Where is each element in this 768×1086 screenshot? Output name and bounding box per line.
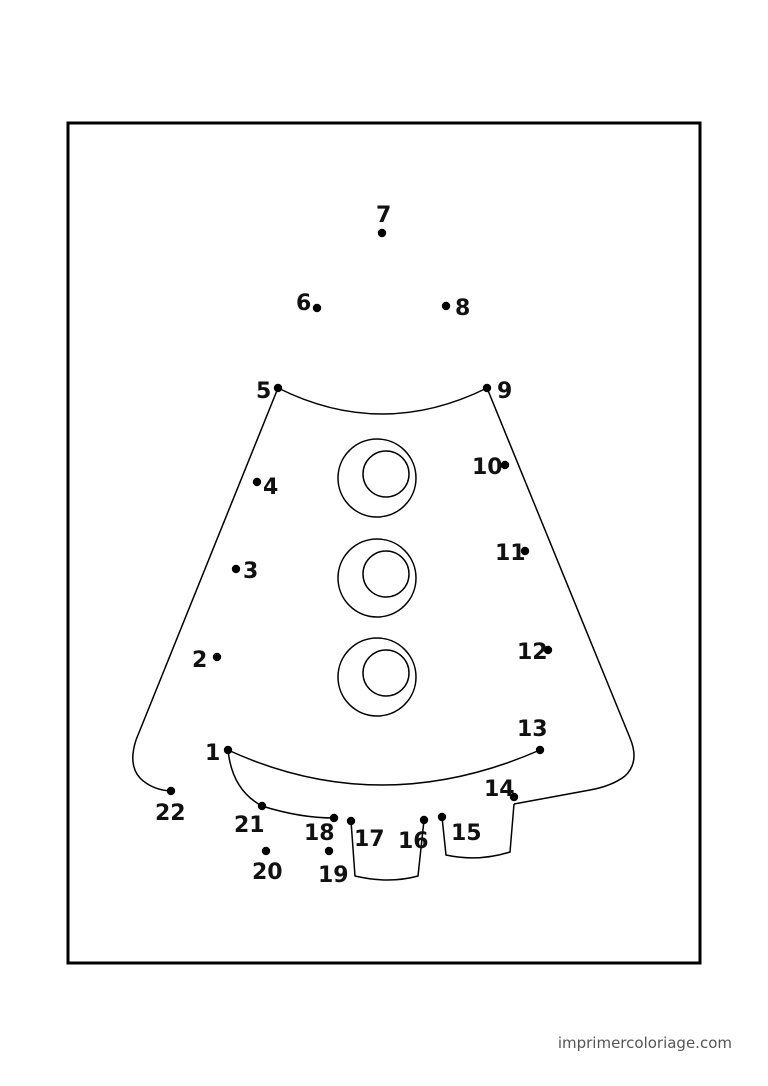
dot-10: 10	[472, 455, 510, 480]
porthole-bottom	[337, 637, 417, 717]
dot-13: 13	[517, 717, 548, 755]
dot-11: 11	[495, 541, 530, 566]
dot-15-label: 15	[451, 821, 482, 846]
dot-3: 3	[231, 559, 258, 584]
dot-8-label: 8	[455, 296, 470, 321]
dot-6: 6	[296, 291, 322, 316]
dot-20: 20	[252, 846, 283, 885]
dot-1-label: 1	[205, 741, 220, 766]
dot-6-label: 6	[296, 291, 311, 316]
dot-19-label: 19	[318, 863, 349, 888]
dot-14: 14	[484, 777, 519, 802]
dot-7-label: 7	[376, 203, 391, 228]
dot-4-label: 4	[263, 475, 278, 500]
dot-21: 21	[234, 801, 267, 838]
dot-19: 19	[318, 846, 349, 888]
porthole-top	[337, 438, 417, 518]
dot-17: 17	[346, 816, 385, 852]
dot-4: 4	[252, 475, 278, 500]
dot-9: 9	[482, 379, 512, 404]
dot-21-label: 21	[234, 813, 265, 838]
dot-22-label: 22	[155, 801, 186, 826]
dot-9-label: 9	[497, 379, 512, 404]
dot-12-label: 12	[517, 640, 548, 665]
dot-11-label: 11	[495, 541, 526, 566]
site-watermark: imprimercoloriage.com	[557, 1034, 732, 1052]
dot-5: 5	[256, 379, 283, 404]
rocket-outline	[132, 387, 635, 881]
porthole-middle	[337, 538, 417, 618]
dot-13-label: 13	[517, 717, 548, 742]
dot-18-label: 18	[304, 821, 335, 846]
dot-15: 15	[437, 812, 482, 846]
dot-20-label: 20	[252, 860, 283, 885]
dot-16: 16	[398, 815, 429, 854]
dot-10-label: 10	[472, 455, 503, 480]
dot-14-label: 14	[484, 777, 515, 802]
dot-7: 7	[376, 203, 391, 238]
dot-12: 12	[517, 640, 553, 665]
dot-17-label: 17	[354, 827, 385, 852]
dot-3-label: 3	[243, 559, 258, 584]
dot-5-label: 5	[256, 379, 271, 404]
dot-18: 18	[304, 813, 339, 846]
dot-8: 8	[441, 296, 470, 321]
dot-2: 2	[192, 648, 222, 673]
dot-2-label: 2	[192, 648, 207, 673]
dot-16-label: 16	[398, 829, 429, 854]
dot-22: 22	[155, 786, 186, 826]
dot-1: 1	[205, 741, 233, 766]
page-frame	[66, 121, 702, 965]
